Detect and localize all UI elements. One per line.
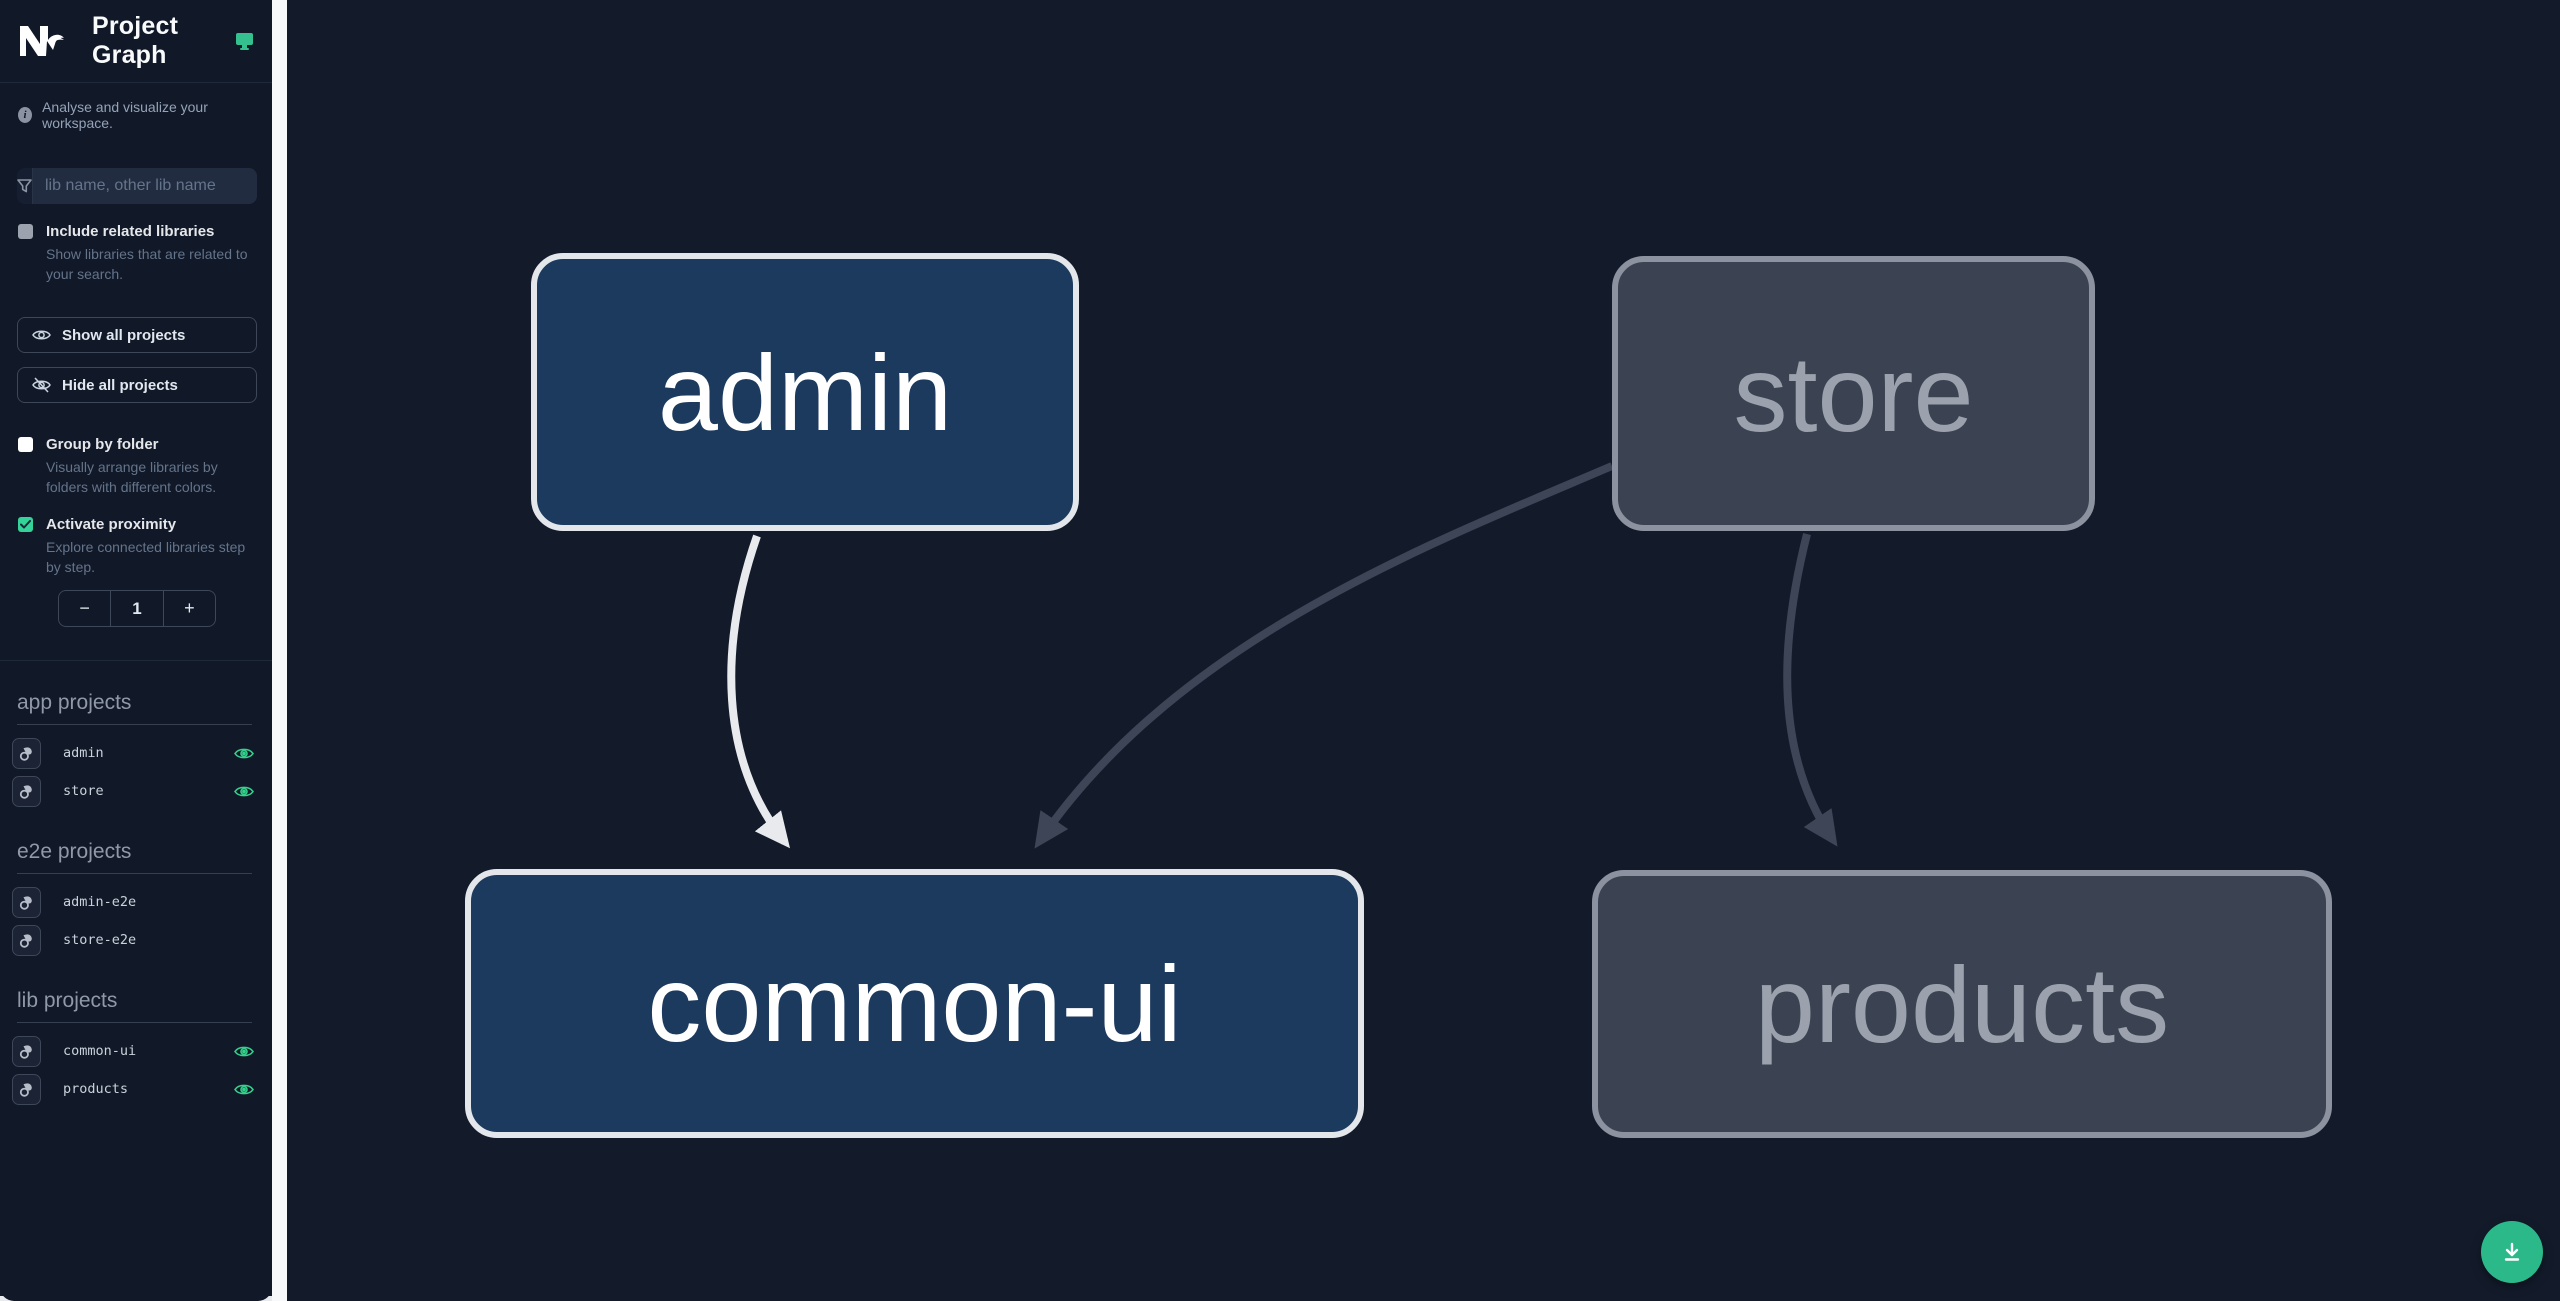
eye-icon (32, 330, 51, 340)
focus-icon (19, 746, 32, 761)
info-icon: i (18, 107, 33, 123)
tagline-row: i Analyse and visualize your workspace. (0, 99, 272, 131)
app-title: Project Graph (92, 12, 179, 69)
include-related-description: Show libraries that are related to your … (46, 246, 248, 282)
sidebar-divider (0, 660, 272, 661)
search-input[interactable] (33, 168, 257, 204)
group-by-folder-description: Visually arrange libraries by folders wi… (46, 459, 218, 495)
node-admin[interactable]: admin (531, 253, 1079, 531)
workspace-tagline: Analyse and visualize your workspace. (42, 99, 208, 131)
group-by-folder-option: Group by folder Visually arrange librari… (0, 435, 272, 497)
sidebar-resize-gutter[interactable] (272, 0, 287, 1301)
group-by-folder-label: Group by folder (46, 436, 159, 453)
project-name: admin (63, 745, 104, 761)
include-related-checkbox[interactable] (18, 224, 33, 239)
project-row-store: store (12, 772, 257, 810)
show-all-projects-button[interactable]: Show all projects (17, 317, 257, 353)
include-related-option: Include related libraries Show libraries… (0, 222, 272, 284)
hide-all-projects-button[interactable]: Hide all projects (17, 367, 257, 403)
visibility-eye-icon[interactable] (234, 1082, 254, 1097)
focus-project-button[interactable] (12, 1073, 41, 1105)
project-row-common-ui: common-ui (12, 1032, 257, 1070)
edges-layer (727, 462, 1838, 849)
activate-proximity-description: Explore connected libraries step by step… (46, 539, 246, 575)
sidebar-header: Project Graph (0, 0, 272, 83)
activate-proximity-label: Activate proximity (46, 516, 177, 533)
activate-proximity-checkbox[interactable] (18, 517, 33, 532)
focus-project-button[interactable] (12, 1035, 41, 1067)
project-name: store (63, 783, 104, 799)
proximity-value: 1 (110, 591, 164, 626)
focus-icon (19, 784, 32, 799)
focus-project-button[interactable] (12, 737, 41, 769)
section-title: app projects (17, 691, 252, 725)
activate-proximity-option: Activate proximity Explore connected lib… (0, 515, 272, 577)
hide-all-projects-label: Hide all projects (62, 376, 178, 394)
visibility-eye-icon[interactable] (234, 1044, 254, 1059)
focus-icon (19, 1044, 32, 1059)
focus-icon (19, 895, 32, 910)
section-e2e-projects: e2e projects admin-e2e store- (0, 840, 272, 959)
filter-icon (17, 168, 33, 204)
download-button[interactable] (2481, 1221, 2543, 1283)
focus-icon (19, 1082, 32, 1097)
search-bar (17, 168, 257, 204)
focus-project-button[interactable] (12, 924, 41, 956)
show-all-projects-label: Show all projects (62, 326, 186, 344)
section-title: lib projects (17, 989, 252, 1023)
visibility-eye-icon[interactable] (234, 784, 254, 799)
project-row-products: products (12, 1070, 257, 1108)
project-name: products (63, 1081, 129, 1097)
section-app-projects: app projects admin (0, 691, 272, 810)
focus-project-button[interactable] (12, 886, 41, 918)
project-name: admin-e2e (63, 894, 137, 910)
project-name: common-ui (63, 1043, 137, 1059)
sidebar: Project Graph i Analyse and visualize yo… (0, 0, 272, 1301)
node-label: products (1754, 943, 2170, 1065)
section-title: e2e projects (17, 840, 252, 874)
project-row-admin: admin (12, 734, 257, 772)
nx-logo-icon (20, 26, 64, 56)
check-icon (20, 520, 31, 529)
proximity-stepper: − 1 + (58, 590, 216, 627)
project-row-admin-e2e: admin-e2e (12, 883, 257, 921)
project-name: store-e2e (63, 932, 137, 948)
edge-store-common-ui[interactable] (1034, 462, 1614, 849)
edge-store-products[interactable] (1783, 533, 1838, 847)
node-common-ui[interactable]: common-ui (465, 869, 1364, 1138)
graph-canvas[interactable]: admin store common-ui products (287, 0, 2560, 1301)
desktop-icon (235, 32, 254, 50)
node-products[interactable]: products (1592, 870, 2332, 1138)
edge-admin-common-ui[interactable] (727, 534, 791, 849)
include-related-label: Include related libraries (46, 223, 215, 240)
download-icon (2504, 1242, 2520, 1261)
project-row-store-e2e: store-e2e (12, 921, 257, 959)
node-label: store (1733, 333, 1974, 454)
node-label: common-ui (647, 943, 1182, 1064)
proximity-increment-button[interactable]: + (184, 598, 195, 618)
section-lib-projects: lib projects common-ui (0, 989, 272, 1108)
group-by-folder-checkbox[interactable] (18, 437, 33, 452)
focus-icon (19, 933, 32, 948)
proximity-decrement-button[interactable]: − (79, 598, 90, 618)
node-label: admin (657, 331, 953, 453)
node-store[interactable]: store (1612, 256, 2095, 531)
focus-project-button[interactable] (12, 775, 41, 807)
visibility-eye-icon[interactable] (234, 746, 254, 761)
eye-off-icon (32, 377, 51, 393)
